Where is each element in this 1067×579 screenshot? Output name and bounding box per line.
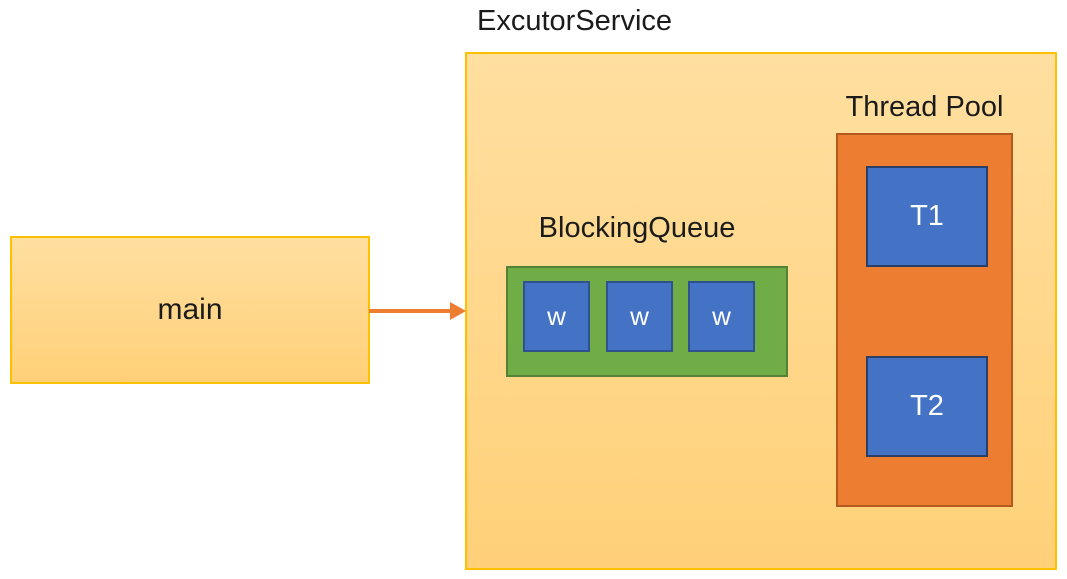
main-box-label: main [157, 293, 223, 326]
main-box: main [10, 236, 370, 384]
queue-task-label: w [630, 301, 649, 331]
thread-pool-label: Thread Pool [845, 91, 1004, 123]
thread-t2-label: T2 [910, 390, 944, 422]
queue-task-w-3: w [688, 281, 755, 352]
queue-task-label: w [547, 301, 566, 331]
blocking-queue-label: BlockingQueue [538, 212, 736, 244]
main-to-executor-arrow [369, 302, 466, 320]
queue-task-w-2: w [606, 281, 673, 352]
executor-service-title: ExcutorService [477, 5, 673, 37]
queue-task-label: w [712, 301, 731, 331]
thread-t1-box: T1 [866, 166, 988, 267]
thread-t2-box: T2 [866, 356, 988, 457]
thread-t1-label: T1 [910, 200, 944, 232]
queue-task-w-1: w [523, 281, 590, 352]
